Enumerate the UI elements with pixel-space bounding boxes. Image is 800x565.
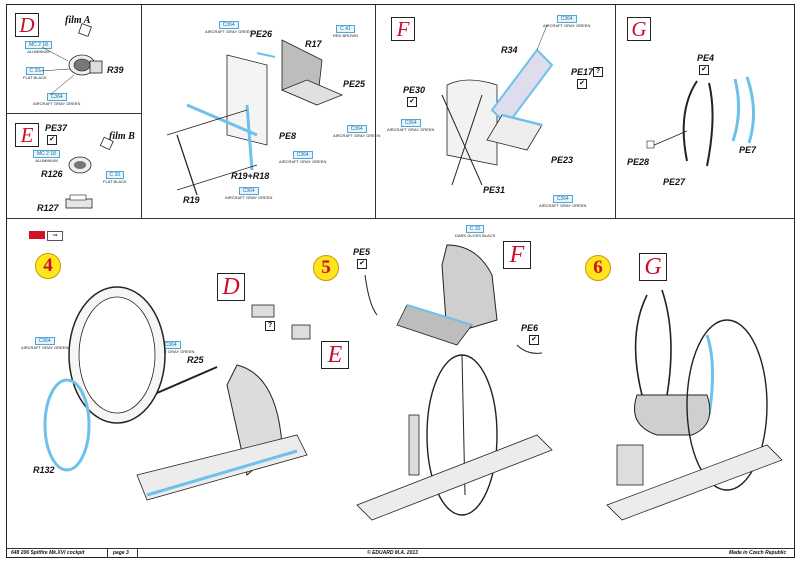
part-label: PE28 [627, 157, 650, 167]
part-label: PE25 [343, 79, 366, 89]
check-mark-icon: ✔ [357, 259, 367, 269]
section-letter-e: E [15, 123, 39, 147]
seat-illustration [441, 24, 554, 186]
divider [137, 548, 138, 558]
film-label: film B [109, 131, 135, 142]
check-mark-icon: ✔ [577, 79, 587, 89]
part-label: R127 [37, 203, 59, 213]
part-label: R126 [41, 169, 63, 179]
step-number: 5 [313, 255, 339, 281]
seat-installation-illustration [356, 244, 553, 521]
part-label: R25 [187, 355, 204, 365]
footer-product: 648 206 Spitfire Mk.XVI cockpit [11, 550, 85, 556]
part-label: PE6 [521, 323, 539, 333]
divider [141, 5, 142, 218]
seat-frame-illustration [166, 39, 344, 196]
section-letter-d: D [217, 273, 245, 301]
part-label: R19 [183, 195, 200, 205]
step-number: 6 [585, 255, 611, 281]
part-label: PE7 [739, 145, 757, 155]
divider [7, 548, 794, 549]
footer-page: page 3 [113, 550, 129, 556]
part-label: PE23 [551, 155, 574, 165]
part-label: PE8 [279, 131, 297, 141]
film-label: film A [65, 15, 91, 26]
section-letter-f: F [391, 17, 415, 41]
part-label: R39 [107, 65, 124, 75]
part-label: R17 [305, 39, 322, 49]
footer-copyright: © EDUARD M.A. 2013 [367, 550, 418, 556]
section-letter-e: E [321, 341, 349, 369]
help-icon: ? [265, 321, 275, 331]
part-label: PE4 [697, 53, 715, 63]
divider [7, 218, 794, 219]
divider [107, 548, 108, 558]
part-label: PE30 [403, 85, 426, 95]
section-letter-g: G [639, 253, 667, 281]
footer-origin: Made in Czech Republic [729, 550, 787, 556]
legend-color-swatch [29, 231, 45, 239]
part-label: PE27 [663, 177, 686, 187]
help-icon: ? [593, 67, 603, 77]
harness-installation-illustration [606, 289, 783, 521]
part-label: PE37 [45, 123, 68, 133]
cockpit-floor-illustration [43, 286, 311, 501]
section-letter-g: G [627, 17, 651, 41]
section-letter-f: F [503, 241, 531, 269]
divider [615, 5, 616, 218]
check-mark-icon: ✔ [407, 97, 417, 107]
section-letter-d: D [15, 13, 39, 37]
harness-illustration [646, 76, 756, 167]
part-label: PE31 [483, 185, 506, 195]
step-number: 4 [35, 253, 61, 279]
divider [375, 5, 376, 218]
part-label: R34 [501, 45, 518, 55]
gauge-illustration [39, 23, 103, 96]
check-mark-icon: ✔ [699, 65, 709, 75]
part-label: PE26 [250, 29, 273, 39]
check-mark-icon: ✔ [47, 135, 57, 145]
part-label: R19+R18 [231, 171, 270, 181]
check-mark-icon: ✔ [529, 335, 539, 345]
part-label: PE17 [571, 67, 594, 77]
part-label: PE5 [353, 247, 371, 257]
gauge-illustration [65, 136, 114, 209]
legend-arrow-icon: ⇒ [47, 231, 63, 241]
divider [7, 113, 141, 114]
part-label: R132 [33, 465, 55, 475]
